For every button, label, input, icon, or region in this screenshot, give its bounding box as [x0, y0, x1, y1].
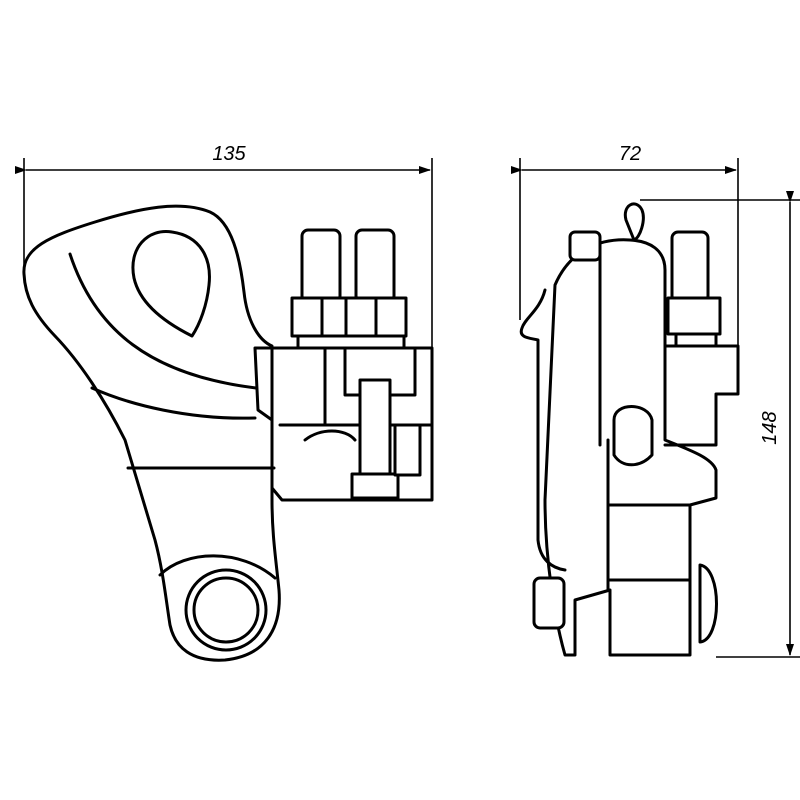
dimension-label-135: 135 — [212, 143, 246, 165]
clamp-body-outline — [22, 204, 281, 662]
bolt-stud-right — [354, 228, 396, 304]
dimension-width-side: 72 — [511, 143, 739, 346]
side-slot — [606, 503, 692, 582]
side-cheek — [519, 288, 567, 572]
side-pin-right — [698, 563, 718, 644]
block-groove — [303, 429, 357, 442]
lower-hole-inner — [192, 576, 260, 644]
lower-hole-ring — [158, 554, 277, 580]
clamp-inner-rib — [68, 252, 258, 390]
side-bolt-stud — [670, 230, 710, 304]
side-pin-head — [623, 202, 645, 242]
teardrop-eye — [131, 230, 211, 338]
vertical-bolt-nut — [350, 472, 400, 500]
side-nut — [666, 296, 722, 336]
side-washer — [674, 332, 718, 348]
vertical-bolt — [358, 378, 392, 477]
side-view — [519, 202, 740, 657]
block-insert — [393, 423, 422, 477]
side-block — [663, 344, 740, 447]
front-view — [22, 204, 434, 662]
clamp-lower-curve — [90, 386, 257, 420]
washer — [296, 334, 406, 350]
dimension-height: 148 — [640, 191, 800, 658]
dimension-label-148: 148 — [759, 411, 781, 444]
dimension-width-front: 135 — [15, 143, 433, 350]
side-rear-stud — [568, 230, 602, 262]
dimension-label-72: 72 — [619, 143, 641, 165]
bolt-stud-left — [300, 228, 342, 304]
side-knuckle — [612, 405, 654, 467]
side-pin-left — [532, 576, 566, 630]
lower-hole-outer — [184, 568, 268, 652]
clamp-block — [253, 346, 434, 502]
